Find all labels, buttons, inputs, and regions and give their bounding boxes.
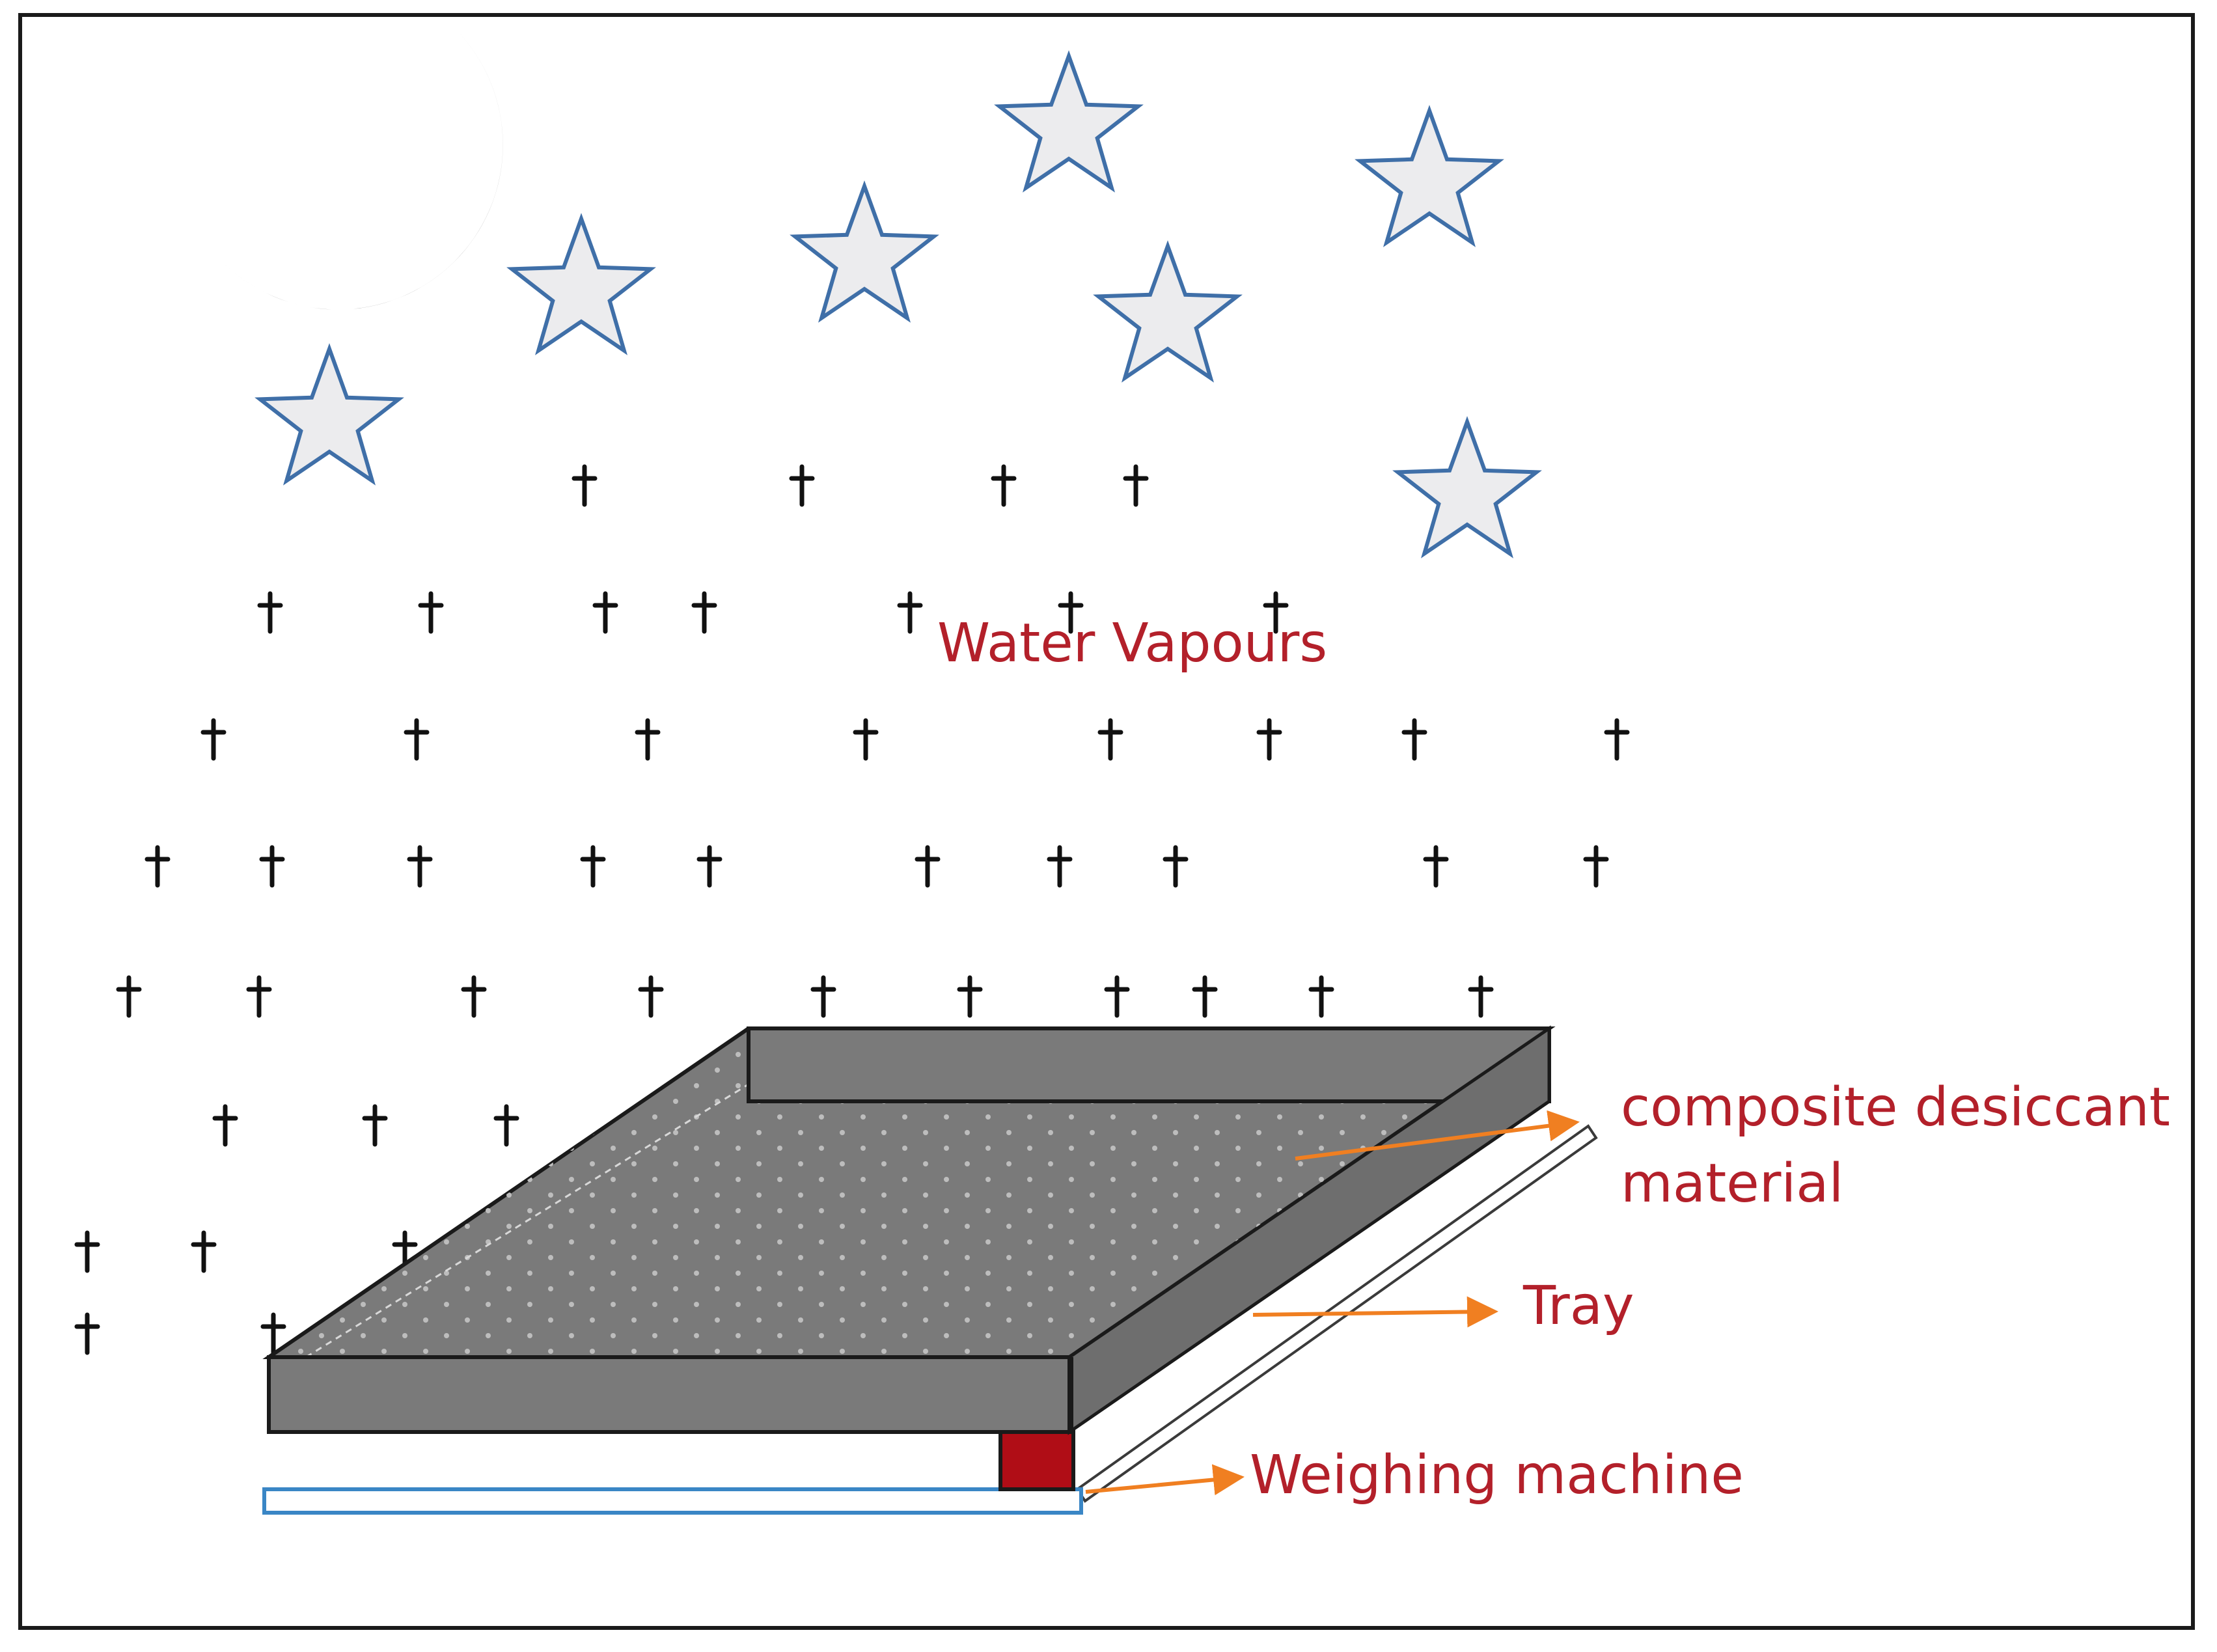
water-vapours-label: Water Vapours bbox=[937, 613, 1328, 674]
vapour-mark bbox=[635, 718, 661, 761]
vapour-mark bbox=[638, 975, 664, 1018]
vapour-mark bbox=[212, 1104, 238, 1147]
desiccant-label-line2: material bbox=[1621, 1153, 1844, 1215]
desiccant-arrow bbox=[1295, 1110, 1580, 1161]
vapour-mark bbox=[691, 591, 717, 634]
vapour-mark bbox=[1256, 718, 1282, 761]
vapour-mark bbox=[1423, 845, 1449, 888]
tray-back-wall bbox=[747, 1026, 1551, 1103]
vapour-mark bbox=[191, 1230, 217, 1273]
vapour-mark bbox=[1163, 845, 1189, 888]
vapour-mark bbox=[74, 1312, 100, 1355]
vapour-mark bbox=[493, 1104, 519, 1147]
vapour-mark bbox=[571, 464, 598, 507]
vapour-mark bbox=[915, 845, 941, 888]
vapour-mark bbox=[789, 464, 815, 507]
vapour-mark bbox=[418, 591, 444, 634]
scale-block bbox=[998, 1430, 1075, 1491]
weighing-machine-label: Weighing machine bbox=[1250, 1444, 1744, 1506]
vapour-mark bbox=[1192, 975, 1218, 1018]
stars bbox=[255, 50, 1542, 558]
vapour-mark bbox=[1263, 591, 1289, 634]
vapour-mark bbox=[461, 975, 487, 1018]
vapour-mark bbox=[116, 975, 142, 1018]
star-icon bbox=[255, 343, 404, 486]
vapour-mark bbox=[1047, 845, 1073, 888]
vapour-mark bbox=[853, 718, 879, 761]
tray-front-wall bbox=[267, 1355, 1071, 1434]
vapour-mark bbox=[200, 718, 227, 761]
vapour-mark bbox=[1401, 718, 1427, 761]
crescent-moon-icon bbox=[221, 29, 503, 310]
vapour-mark bbox=[257, 591, 283, 634]
vapour-mark bbox=[1097, 718, 1123, 761]
vapour-mark bbox=[145, 845, 171, 888]
tray-label: Tray bbox=[1523, 1275, 1634, 1337]
vapour-mark bbox=[404, 718, 430, 761]
vapour-mark bbox=[1583, 845, 1609, 888]
weighing-arrow bbox=[1085, 1464, 1245, 1496]
pointer-arrows bbox=[1085, 1110, 1580, 1496]
vapour-mark bbox=[580, 845, 606, 888]
desiccant-label-line1: composite desiccant bbox=[1621, 1077, 2171, 1138]
vapour-mark bbox=[897, 591, 923, 634]
vapour-mark bbox=[407, 845, 433, 888]
vapour-mark bbox=[696, 845, 723, 888]
star-icon bbox=[994, 50, 1144, 193]
vapour-mark bbox=[810, 975, 836, 1018]
vapour-mark bbox=[362, 1104, 388, 1147]
vapour-mark bbox=[74, 1230, 100, 1273]
desiccant-granules bbox=[269, 1028, 1549, 1357]
weighing-plate bbox=[262, 1487, 1083, 1515]
tray bbox=[262, 1025, 1556, 1435]
vapour-mark bbox=[991, 464, 1017, 507]
vapour-mark bbox=[1604, 718, 1630, 761]
vapour-mark bbox=[260, 1312, 286, 1355]
vapour-mark bbox=[259, 845, 285, 888]
vapour-mark bbox=[1104, 975, 1130, 1018]
tray-corner bbox=[1069, 1357, 1073, 1432]
vapour-mark bbox=[1123, 464, 1149, 507]
star-icon bbox=[790, 180, 939, 323]
star-icon bbox=[506, 213, 656, 355]
star-icon bbox=[1355, 105, 1504, 247]
tray-arrow bbox=[1252, 1296, 1498, 1328]
vapour-mark bbox=[1468, 975, 1494, 1018]
vapour-mark bbox=[957, 975, 983, 1018]
vapour-mark bbox=[592, 591, 618, 634]
vapour-mark bbox=[246, 975, 272, 1018]
star-icon bbox=[1392, 416, 1542, 558]
vapour-mark bbox=[1308, 975, 1334, 1018]
star-icon bbox=[1093, 240, 1243, 383]
vapour-mark bbox=[1058, 591, 1084, 634]
